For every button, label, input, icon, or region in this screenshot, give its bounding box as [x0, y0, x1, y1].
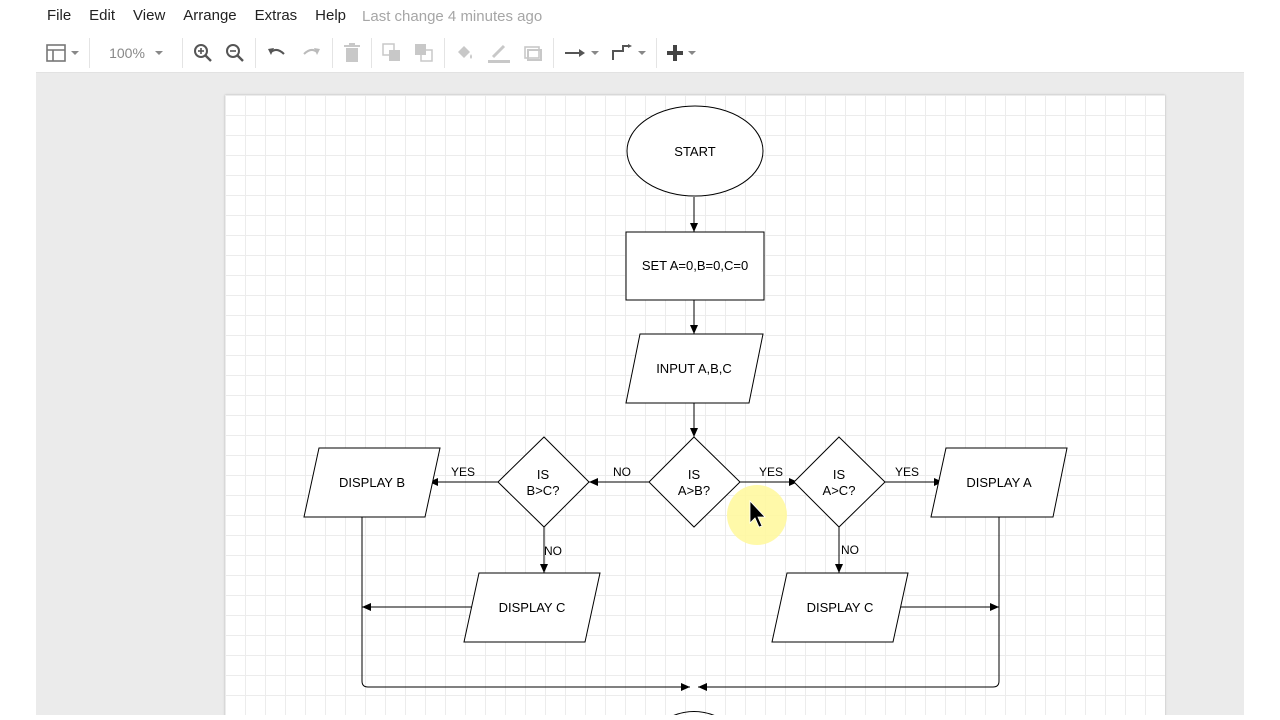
to-front-button[interactable] [376, 38, 408, 68]
zoom-level: 100% [109, 45, 145, 61]
menu-bar: File Edit View Arrange Extras Help Last … [0, 0, 1244, 32]
to-back-icon [415, 44, 433, 62]
start-label: START [674, 144, 715, 159]
waypoints-icon [612, 44, 632, 60]
chevron-down-icon [71, 51, 79, 55]
display-c-left-parallelogram[interactable]: DISPLAY C [463, 572, 601, 643]
menu-view[interactable]: View [133, 7, 166, 24]
end-shape-partial[interactable] [670, 711, 718, 716]
toolbar-divider [553, 38, 554, 68]
toolbar-divider [255, 38, 256, 68]
toolbar-divider [182, 38, 183, 68]
connector-display-b-down[interactable] [361, 517, 690, 691]
menu-edit[interactable]: Edit [89, 7, 116, 24]
decision-a-gt-b[interactable]: IS A>B? [648, 436, 741, 528]
decision-ab-line1: IS [688, 467, 701, 482]
shadow-icon [524, 46, 542, 61]
decision-ab-line2: A>B? [678, 483, 710, 498]
label-no-ab: NO [613, 465, 631, 479]
undo-icon [268, 48, 285, 55]
format-panel-icon [46, 44, 66, 62]
display-c-right-label: DISPLAY C [807, 600, 874, 615]
chevron-down-icon [638, 51, 646, 55]
to-back-button[interactable] [408, 38, 440, 68]
display-a-parallelogram[interactable]: DISPLAY A [930, 447, 1068, 518]
line-color-button[interactable] [481, 38, 517, 68]
menu-file[interactable]: File [47, 7, 72, 24]
flowchart: START SET A=0,B=0,C=0 INPUT A,B,C IS A>B… [303, 105, 1068, 716]
diagram-canvas[interactable]: START SET A=0,B=0,C=0 INPUT A,B,C IS A>B… [36, 73, 1244, 715]
diagram-page[interactable]: START SET A=0,B=0,C=0 INPUT A,B,C IS A>B… [225, 95, 1165, 715]
zoom-in-icon [194, 44, 212, 62]
set-process-box[interactable]: SET A=0,B=0,C=0 [625, 231, 765, 301]
format-panel-button[interactable] [40, 38, 85, 68]
display-c-right-parallelogram[interactable]: DISPLAY C [771, 572, 909, 643]
to-front-icon [382, 43, 400, 61]
toolbar-divider [332, 38, 333, 68]
chevron-down-icon [154, 51, 163, 55]
display-b-parallelogram[interactable]: DISPLAY B [303, 447, 441, 518]
display-c-left-label: DISPLAY C [499, 600, 566, 615]
zoom-dropdown[interactable]: 100% [94, 38, 178, 68]
decision-bc-line1: IS [537, 467, 550, 482]
set-label: SET A=0,B=0,C=0 [642, 258, 748, 273]
label-yes-bc: YES [451, 465, 475, 479]
delete-button[interactable] [337, 38, 367, 68]
decision-a-gt-c[interactable]: IS A>C? [793, 436, 886, 528]
line-color-icon [488, 44, 510, 63]
decision-bc-line2: B>C? [527, 483, 560, 498]
chevron-down-icon [591, 51, 599, 55]
waypoints-dropdown[interactable] [605, 38, 652, 68]
display-a-label: DISPLAY A [966, 475, 1032, 490]
undo-button[interactable] [260, 38, 294, 68]
zoom-out-button[interactable] [219, 38, 251, 68]
label-yes-ab: YES [759, 465, 783, 479]
decision-ac-line2: A>C? [823, 483, 856, 498]
menu-help[interactable]: Help [315, 7, 347, 24]
decision-b-gt-c[interactable]: IS B>C? [497, 436, 590, 528]
mouse-cursor [727, 485, 787, 545]
toolbar-divider [89, 38, 90, 68]
fill-color-icon [458, 46, 472, 59]
display-b-label: DISPLAY B [339, 475, 405, 490]
label-no-ac: NO [841, 543, 859, 557]
toolbar-divider [656, 38, 657, 68]
toolbar: 100% [36, 34, 1244, 73]
fill-color-button[interactable] [449, 38, 481, 68]
start-ellipse[interactable]: START [626, 105, 764, 197]
input-label: INPUT A,B,C [656, 361, 732, 376]
menu-arrange[interactable]: Arrange [183, 7, 237, 24]
toolbar-divider [444, 38, 445, 68]
insert-icon [667, 45, 683, 61]
right-margin [1244, 0, 1280, 720]
label-no-bc: NO [544, 544, 562, 558]
last-change-status: Last change 4 minutes ago [362, 7, 543, 25]
chevron-down-icon [688, 51, 696, 55]
shadow-button[interactable] [517, 38, 549, 68]
redo-icon [303, 48, 320, 55]
menu-extras[interactable]: Extras [254, 7, 298, 24]
delete-icon [344, 43, 360, 62]
input-parallelogram[interactable]: INPUT A,B,C [625, 333, 764, 404]
label-yes-ac: YES [895, 465, 919, 479]
redo-button[interactable] [294, 38, 328, 68]
toolbar-divider [371, 38, 372, 68]
insert-dropdown[interactable] [661, 38, 702, 68]
connection-style-dropdown[interactable] [558, 38, 605, 68]
connection-icon [565, 49, 585, 57]
decision-ac-line1: IS [833, 467, 846, 482]
zoom-out-icon [226, 44, 244, 62]
zoom-in-button[interactable] [187, 38, 219, 68]
connector-display-a-down[interactable] [698, 517, 1000, 691]
